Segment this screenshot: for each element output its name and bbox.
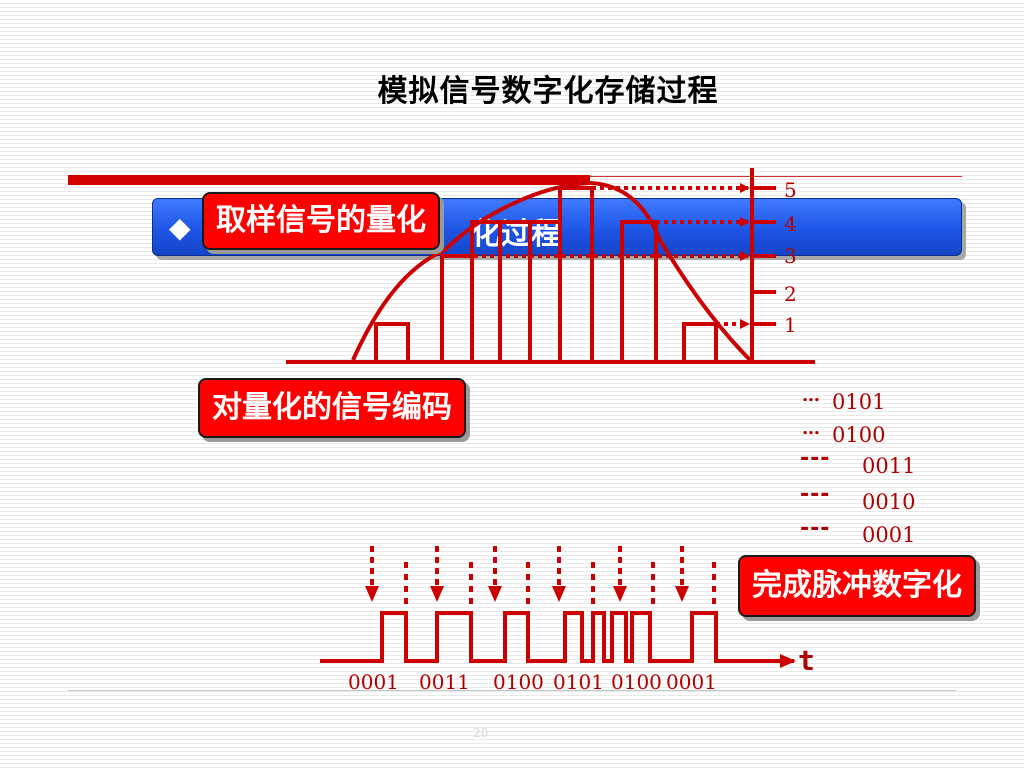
code-prefix: … [802,385,820,406]
top-red-bar [68,175,590,185]
quantized-sample-bars [374,186,718,362]
code-prefix: … [802,418,820,439]
level-4: 4 [784,212,797,236]
level-1: 1 [784,313,797,337]
level-3: 3 [784,244,797,268]
time-axis-label: t [798,644,815,677]
code-value: 0011 [862,454,916,478]
sample-bar [470,220,502,362]
sample-bar [530,220,562,362]
sample-bar [682,322,718,362]
code-value: 0010 [862,490,916,514]
code-prefix: --- [800,446,831,471]
page-number: 20 [473,726,489,740]
analog-signal-curve [351,180,754,364]
sampling-separators [404,562,716,606]
sample-bar [440,254,474,362]
code-value: 0100 [832,423,886,447]
level-2: 2 [784,282,797,306]
level-5: 5 [784,178,797,202]
quantize-label: 取样信号的量化 [202,192,440,250]
diamond-bullet-icon: ◆ [169,211,191,244]
top-thin-line [590,176,962,177]
code-value: 0101 [832,390,886,414]
sampling-arrows [365,546,689,602]
sample-bar [620,220,658,362]
pulse-label: 完成脉冲数字化 [738,555,976,617]
sample-bar [374,322,410,362]
pulse-train [320,611,780,663]
code-prefix: --- [800,516,831,541]
code-value: 0001 [862,523,916,547]
encode-label: 对量化的信号编码 [198,378,466,438]
level-ticks [752,186,776,326]
code-prefix: --- [800,482,831,507]
slide-title: 模拟信号数字化存储过程 [377,74,719,109]
projection-arrows [442,183,750,329]
footer-divider [68,690,956,691]
sample-bar [558,186,594,362]
